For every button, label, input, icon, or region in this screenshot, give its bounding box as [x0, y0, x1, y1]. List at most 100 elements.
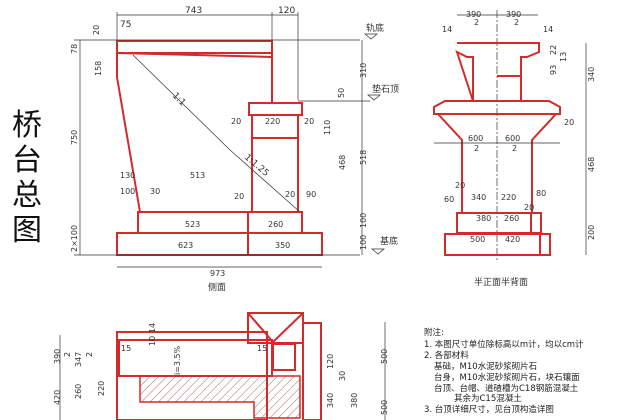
dim-label: 110: [323, 120, 332, 135]
dim-label: 78: [70, 44, 79, 54]
dim-label: 523: [185, 220, 200, 229]
dim-label: 260: [504, 214, 519, 223]
dim-label: 600: [468, 134, 483, 143]
side-view-caption: 侧面: [208, 281, 226, 293]
dim-label: 14: [442, 25, 452, 34]
slope-line-1: [132, 54, 231, 151]
dim-label: 468: [587, 157, 596, 172]
elevation-marker-icon: [371, 248, 385, 255]
slope-line-2: [229, 149, 301, 213]
dim-label: 93: [549, 65, 558, 75]
plan-hatched-area: [139, 375, 301, 419]
dim-label: 60: [444, 195, 454, 204]
dim-label: 30: [150, 187, 160, 196]
dim-label: 380: [350, 393, 359, 408]
dim-label: 2: [514, 18, 519, 27]
dim-label: 50: [337, 88, 346, 98]
dim-label: 120: [326, 354, 335, 369]
dim-label: 623: [178, 241, 193, 250]
elevation-marker-icon: [364, 33, 378, 40]
plan-side-wall: [302, 322, 322, 420]
dim-label: 2: [85, 352, 94, 357]
dim-label: 75: [120, 20, 131, 30]
dim-label: 2: [474, 18, 479, 27]
dim-label: 20: [231, 117, 241, 126]
plan-seat: [272, 343, 296, 371]
dim-label: 260: [74, 384, 83, 399]
dim-label: 340: [471, 193, 486, 202]
dim-label: 500: [470, 235, 485, 244]
front-view: 390 390 2 2 14 14 22 13 93 340 20 600 60…: [433, 10, 596, 288]
dim-label: 90: [306, 190, 316, 199]
front-stem: [437, 113, 557, 212]
note-line: 3. 台顶详细尺寸，见台顶构造详图: [424, 404, 554, 415]
dim-label: 380: [476, 214, 491, 223]
dim-label: 390: [506, 10, 521, 19]
dim-label: 80: [536, 189, 546, 198]
dim-label: 158: [94, 61, 103, 76]
notes-heading: 附注:: [424, 327, 444, 338]
front-top-cap: [455, 42, 540, 102]
dim-label: 260: [268, 220, 283, 229]
side-top-slab: [116, 40, 273, 54]
dim-label: 310: [359, 63, 368, 78]
dim-label: 420: [53, 390, 62, 405]
dim-label: 130: [120, 171, 135, 180]
elevation-marker-icon: [367, 94, 381, 101]
slope-label: i=3.5%: [173, 345, 182, 375]
dim-label: 30: [338, 371, 347, 381]
front-footing-lower: [444, 233, 541, 256]
dim-label: 14: [543, 25, 553, 34]
dim-label: 743: [185, 6, 202, 16]
front-middle-cap: [433, 100, 561, 115]
dim-label: 220: [265, 117, 280, 126]
plan-corner-diag: [272, 312, 304, 343]
dim-label: 20: [92, 25, 101, 35]
dim-label: 200: [587, 225, 596, 240]
dim-label: 500: [380, 400, 389, 415]
dim-label: 15: [257, 344, 267, 353]
dim-label: 500: [380, 349, 389, 364]
side-front-wall: [116, 53, 141, 213]
elevation-label-base: 基底: [380, 235, 398, 247]
note-line: 1. 本图尺寸单位除标高以m计，均以cm计: [424, 339, 584, 350]
dim-label: 20: [564, 118, 574, 127]
side-footing-lower: [116, 232, 323, 256]
drawing-title: 桥 台 总 图: [12, 108, 42, 248]
dim-label: 340: [326, 393, 335, 408]
dim-label: 2×100: [70, 225, 79, 252]
dim-label: 513: [190, 171, 205, 180]
note-line: 2. 各部材料: [424, 350, 469, 361]
note-line: 台顶、台帽、道碴槽为C18钢筋混凝土: [434, 383, 579, 394]
elevation-label-rail: 轨底: [366, 22, 384, 34]
title-char: 台: [12, 143, 42, 178]
front-view-caption: 半正面半背面: [474, 276, 528, 288]
dim-label: 468: [338, 155, 347, 170]
dim-label: 20: [524, 203, 534, 212]
dim-label: 100: [359, 235, 368, 250]
side-bridge-seat: [248, 102, 303, 116]
dim-label: 600: [505, 134, 520, 143]
dim-label: 347: [74, 352, 83, 367]
plan-corner-diag: [247, 312, 274, 343]
title-char: 桥: [12, 108, 42, 143]
dim-label: 518: [359, 150, 368, 165]
dim-label: 20: [285, 190, 295, 199]
note-line: 台身，M10水泥砂浆砌片石，块石镶面: [434, 372, 580, 383]
dim-label: 20: [234, 192, 244, 201]
dim-label: 340: [587, 67, 596, 82]
notes: 附注: 1. 本图尺寸单位除标高以m计，均以cm计 2. 各部材料 基础，M10…: [424, 327, 584, 415]
dim-label: 120: [278, 6, 295, 16]
dim-label: 750: [70, 130, 79, 145]
dim-label: 100: [359, 213, 368, 228]
dim-label: 20: [455, 181, 465, 190]
dim-label: 14: [148, 323, 157, 333]
dim-label: 390: [466, 10, 481, 19]
front-footing-step: [539, 233, 551, 256]
dim-label: 390: [53, 349, 62, 364]
dim-label: 220: [97, 381, 106, 396]
note-line: 基础，M10水泥砂浆砌片石: [434, 361, 537, 372]
dim-label: 350: [275, 241, 290, 250]
side-slab-edge: [116, 52, 273, 58]
